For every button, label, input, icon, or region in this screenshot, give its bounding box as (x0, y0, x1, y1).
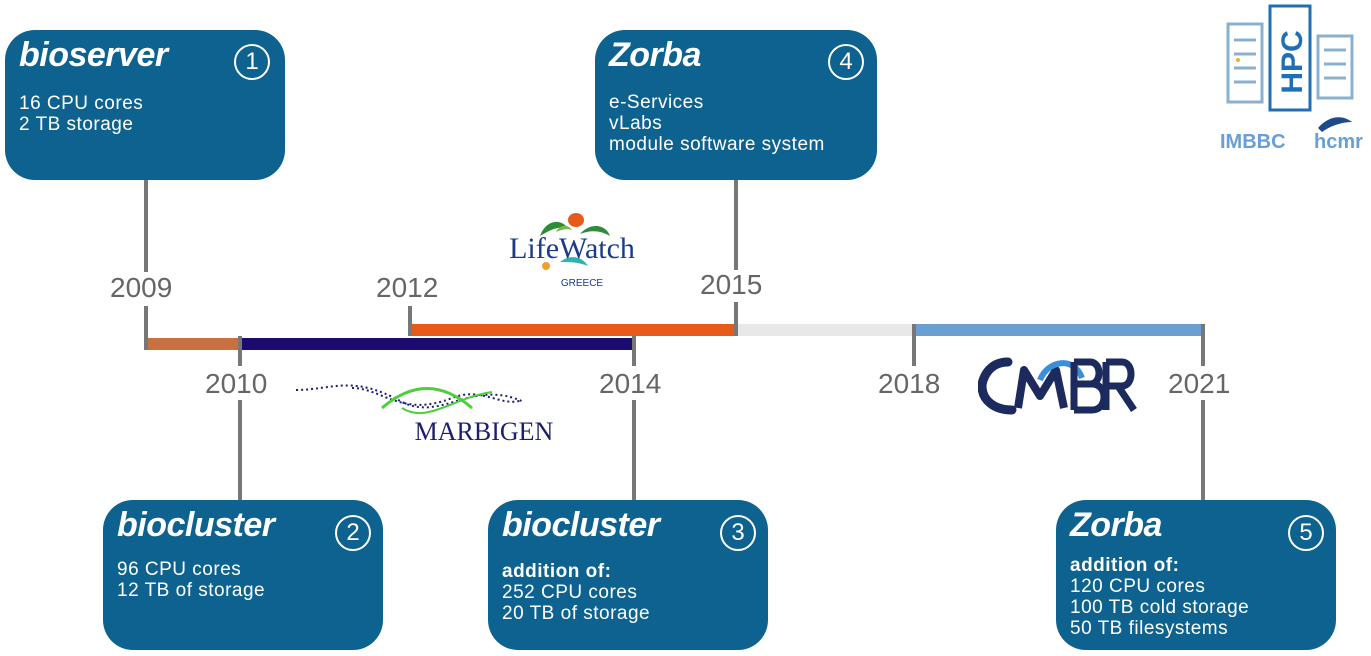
card-line: 100 TB cold storage (1070, 597, 1250, 618)
connector-2009-low (144, 306, 148, 350)
lifewatch-name: LifeWatch (509, 232, 635, 265)
year-label: 2012 (376, 272, 439, 303)
card-number: 4 (828, 44, 864, 80)
card-line: 2 TB storage (19, 114, 134, 135)
hpc-name: HPC (1276, 30, 1309, 93)
cmbr-logo (978, 357, 1137, 415)
card-details: addition of: 252 CPU cores 20 TB of stor… (502, 561, 650, 624)
year-label: 2015 (700, 269, 763, 300)
marbigen-name: MARBIGEN (415, 417, 554, 446)
card-number: 2 (335, 515, 371, 551)
card-number: 5 (1288, 515, 1324, 551)
year-label: 2009 (110, 272, 173, 303)
year-label: 2010 (205, 368, 268, 399)
connector-2010-low (238, 400, 242, 502)
connector-2015 (734, 178, 738, 270)
milestone-card-4: Zorba 4 e-Services vLabs module software… (595, 30, 877, 180)
timeline-bar-marbigen (240, 338, 634, 350)
card-line: 96 CPU cores (117, 559, 242, 580)
milestone-card-2: biocluster 2 96 CPU cores 12 TB of stora… (103, 500, 383, 650)
year-label: 2021 (1168, 368, 1231, 399)
card-title: biocluster (502, 506, 660, 544)
card-line: 12 TB of storage (117, 580, 266, 601)
timeline-bar-cmbr (914, 324, 1204, 336)
card-line: 252 CPU cores (502, 582, 638, 603)
card-number: 1 (234, 44, 270, 80)
card-title: biocluster (117, 506, 275, 544)
card-number: 3 (720, 515, 756, 551)
card-line: 120 CPU cores (1070, 576, 1206, 597)
connector-2014 (632, 336, 636, 366)
hpc-imbbc: IMBBC (1220, 131, 1286, 153)
year-label: 2018 (878, 368, 941, 399)
timeline-bar-lifewatch (410, 324, 736, 336)
card-line: e-Services (609, 92, 704, 113)
card-line: 20 TB of storage (502, 603, 651, 624)
connector-2010 (238, 336, 242, 366)
card-title: bioserver (19, 36, 168, 74)
connector-2018 (912, 324, 916, 366)
card-details: 96 CPU cores 12 TB of storage (117, 559, 265, 601)
timeline-bar-2009-2010 (146, 338, 240, 350)
card-details: e-Services vLabs module software system (609, 92, 825, 155)
hpc-logo: HPC IMBBC hcmr (1220, 4, 1363, 153)
card-details: 16 CPU cores 2 TB storage (19, 93, 143, 135)
milestone-card-5: Zorba 5 addition of: 120 CPU cores 100 T… (1056, 500, 1336, 650)
card-line: 50 TB filesystems (1070, 618, 1229, 639)
milestone-card-3: biocluster 3 addition of: 252 CPU cores … (488, 500, 768, 650)
milestone-card-1: bioserver 1 16 CPU cores 2 TB storage (5, 30, 285, 180)
card-title: Zorba (1070, 506, 1162, 544)
card-details: addition of: 120 CPU cores 100 TB cold s… (1070, 555, 1249, 639)
lifewatch-logo: LifeWatch GREECE (509, 213, 635, 289)
card-line: 16 CPU cores (19, 93, 144, 114)
connector-2009 (144, 178, 148, 272)
card-line: vLabs (609, 113, 663, 134)
hpc-hcmr: hcmr (1314, 131, 1363, 153)
timeline-bar-gap (736, 324, 914, 336)
lifewatch-sub: GREECE (561, 278, 604, 289)
card-title: Zorba (609, 36, 701, 74)
connector-2014-low (632, 400, 636, 502)
year-label: 2014 (599, 368, 662, 399)
connector-2021 (1201, 324, 1205, 366)
card-heading: addition of: (502, 561, 612, 582)
marbigen-logo: MARBIGEN (295, 384, 554, 446)
card-line: module software system (609, 134, 825, 155)
connector-2015-low (734, 302, 738, 336)
card-heading: addition of: (1070, 555, 1180, 576)
connector-2021-low (1201, 400, 1205, 502)
connector-2012 (408, 306, 412, 336)
